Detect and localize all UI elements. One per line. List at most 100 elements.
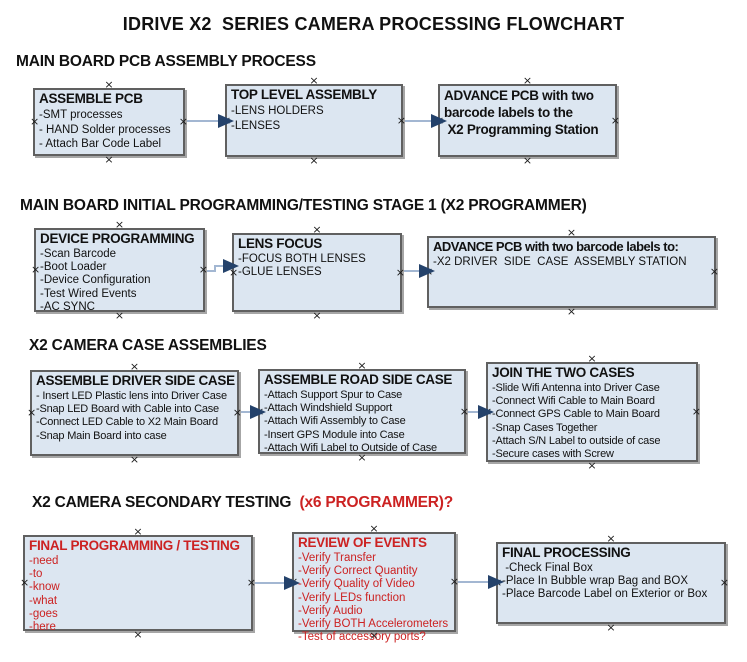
box-item: -SMT processes bbox=[39, 109, 123, 121]
anchor-mark-icon: × bbox=[522, 154, 533, 167]
anchor-mark-icon: × bbox=[30, 115, 40, 128]
box-item: -GLUE LENSES bbox=[238, 266, 322, 279]
box-title: DEVICE PROGRAMMING bbox=[40, 231, 195, 246]
box-items: -LENS HOLDERS -LENSES bbox=[231, 104, 397, 133]
flow-box-review-of-events: REVIEW OF EVENTS -Verify Transfer-Verify… bbox=[289, 523, 459, 643]
box-title: TOP LEVEL ASSEMBLY bbox=[231, 87, 377, 102]
section-heading-case-assemblies: X2 CAMERA CASE ASSEMBLIES bbox=[29, 337, 267, 354]
anchor-mark-icon: × bbox=[229, 265, 239, 279]
box-item: -Snap LED Board with Cable into Case bbox=[36, 403, 219, 416]
anchor-mark-icon: × bbox=[483, 405, 493, 418]
section-heading-initial-programming: MAIN BOARD INITIAL PROGRAMMING/TESTING S… bbox=[20, 197, 587, 214]
box-item: -know bbox=[29, 581, 60, 594]
box-items: -FOCUS BOTH LENSES-GLUE LENSES bbox=[238, 253, 396, 279]
box-item: -Verify BOTH Accelerometers bbox=[298, 618, 449, 631]
flow-box-assemble-driver-side-case: ASSEMBLE DRIVER SIDE CASE - Insert LED P… bbox=[27, 361, 242, 465]
box-title: FINAL PROGRAMMING / TESTING bbox=[29, 538, 240, 553]
box-item: -Verify LEDs function bbox=[298, 591, 406, 604]
anchor-mark-icon: × bbox=[133, 525, 143, 538]
box-item: -Test of accessory ports? bbox=[298, 631, 426, 644]
flow-box-top-level-assembly: TOP LEVEL ASSEMBLY -LENS HOLDERS-LENSES … bbox=[222, 75, 406, 166]
box-items: -Attach Support Spur to Case-Attach Wind… bbox=[264, 389, 460, 455]
box-item: -Snap Main Board into case bbox=[36, 429, 167, 442]
box-items: -Check Final Box-Place In Bubble wrap Ba… bbox=[502, 562, 720, 602]
anchor-mark-icon: × bbox=[357, 359, 367, 372]
flow-box-advance-pcb-driver-side: ADVANCE PCB with two barcode labels to: … bbox=[424, 227, 719, 317]
box-title: ASSEMBLE DRIVER SIDE CASE bbox=[36, 373, 235, 388]
page-title: IDRIVE X2 SERIES CAMERA PROCESSING FLOWC… bbox=[122, 14, 625, 34]
anchor-mark-icon: × bbox=[20, 576, 30, 589]
box-item: -Scan Barcode bbox=[40, 248, 117, 260]
box-item: -Place In Bubble wrap Bag and BOX bbox=[502, 575, 689, 588]
anchor-mark-icon: × bbox=[522, 74, 533, 87]
anchor-mark-icon: × bbox=[587, 459, 597, 472]
box-item: -Secure cases with Screw bbox=[492, 448, 614, 461]
section-heading-secondary-testing: X2 CAMERA SECONDARY TESTING (x6 PROGRAMM… bbox=[32, 494, 453, 512]
box-item: - Attach Bar Code Label bbox=[39, 138, 162, 151]
box-item: -Verify Quality of Video bbox=[298, 578, 415, 591]
anchor-mark-icon: × bbox=[396, 113, 406, 127]
anchor-mark-icon: × bbox=[566, 305, 577, 318]
anchor-mark-icon: × bbox=[31, 263, 41, 276]
box-item: -Slide Wifi Antenna into Driver Case bbox=[492, 382, 660, 394]
box-item: -Insert GPS Module into Case bbox=[264, 428, 405, 441]
box-item: -LENSES bbox=[231, 119, 281, 132]
box-title: ASSEMBLE PCB bbox=[39, 91, 143, 106]
box-item: -Place Barcode Label on Exterior or Box bbox=[502, 588, 708, 601]
anchor-mark-icon: × bbox=[357, 451, 367, 464]
box-title: ADVANCE PCB with two barcode labels to t… bbox=[444, 88, 599, 137]
box-title: JOIN THE TWO CASES bbox=[492, 365, 635, 380]
box-item: -Device Configuration bbox=[40, 274, 151, 287]
box-item: -Boot Loader bbox=[40, 261, 107, 274]
heading-red-part: (x6 PROGRAMMER)? bbox=[295, 494, 454, 511]
box-item: - HAND Solder processes bbox=[39, 123, 171, 136]
box-items: -X2 DRIVER SIDE CASE ASSEMBLY STATION bbox=[433, 256, 710, 269]
box-items: -Slide Wifi Antenna into Driver Case-Con… bbox=[492, 382, 692, 461]
box-items: -Scan Barcode-Boot Loader-Device Configu… bbox=[40, 248, 199, 314]
box-item: -Connect Wifi Cable to Main Board bbox=[492, 395, 655, 408]
box-item: -X2 DRIVER SIDE CASE ASSEMBLY STATION bbox=[433, 256, 687, 268]
anchor-mark-icon: × bbox=[459, 404, 469, 418]
box-item: -Verify Transfer bbox=[298, 552, 376, 564]
anchor-mark-icon: × bbox=[246, 576, 256, 589]
flow-box-assemble-road-side-case: ASSEMBLE ROAD SIDE CASE -Attach Support … bbox=[255, 360, 469, 463]
flow-box-final-processing: FINAL PROCESSING -Check Final Box-Place … bbox=[493, 533, 729, 633]
box-title: LENS FOCUS bbox=[238, 236, 323, 251]
anchor-mark-icon: × bbox=[691, 405, 701, 418]
anchor-mark-icon: × bbox=[395, 265, 405, 279]
box-item: -LENS HOLDERS bbox=[231, 105, 324, 117]
box-item: -FOCUS BOTH LENSES bbox=[238, 253, 366, 265]
anchor-mark-icon: × bbox=[129, 360, 140, 373]
anchor-mark-icon: × bbox=[566, 226, 577, 239]
box-item: -Test Wired Events bbox=[40, 287, 137, 300]
box-items: -Verify Transfer-Verify Correct Quantity… bbox=[298, 552, 450, 644]
anchor-mark-icon: × bbox=[309, 74, 319, 87]
anchor-mark-icon: × bbox=[198, 263, 208, 276]
box-item: -to bbox=[29, 568, 43, 581]
anchor-mark-icon: × bbox=[719, 576, 729, 589]
box-items: - Insert LED Plastic lens into Driver Ca… bbox=[36, 390, 233, 443]
anchor-mark-icon: × bbox=[435, 113, 445, 127]
box-title: ASSEMBLE ROAD SIDE CASE bbox=[264, 372, 453, 387]
anchor-mark-icon: × bbox=[178, 115, 188, 128]
anchor-mark-icon: × bbox=[610, 113, 620, 127]
flow-box-lens-focus: LENS FOCUS -FOCUS BOTH LENSES-GLUE LENSE… bbox=[229, 224, 405, 321]
box-item: -Attach Support Spur to Case bbox=[264, 389, 403, 401]
arrow-device-to-lensfocus bbox=[207, 259, 239, 273]
anchor-mark-icon: × bbox=[232, 406, 242, 419]
box-items: -need-to-know-what-goes-here bbox=[29, 555, 247, 634]
box-item: -need bbox=[29, 555, 59, 567]
anchor-mark-icon: × bbox=[587, 352, 597, 365]
box-item: -Snap Cases Together bbox=[492, 421, 598, 434]
anchor-mark-icon: × bbox=[104, 153, 114, 166]
section-heading-pcb-assembly: MAIN BOARD PCB ASSEMBLY PROCESS bbox=[16, 53, 316, 70]
box-item: -Attach Wifi Label to Outside of Case bbox=[264, 441, 437, 454]
anchor-mark-icon: × bbox=[606, 621, 616, 634]
flow-box-assemble-pcb: ASSEMBLE PCB -SMT processes - HAND Solder… bbox=[30, 79, 188, 165]
anchor-mark-icon: × bbox=[114, 218, 125, 231]
box-item: -AC SYNC bbox=[40, 300, 95, 313]
anchor-mark-icon: × bbox=[289, 575, 299, 588]
anchor-mark-icon: × bbox=[369, 522, 379, 535]
anchor-mark-icon: × bbox=[312, 223, 322, 236]
